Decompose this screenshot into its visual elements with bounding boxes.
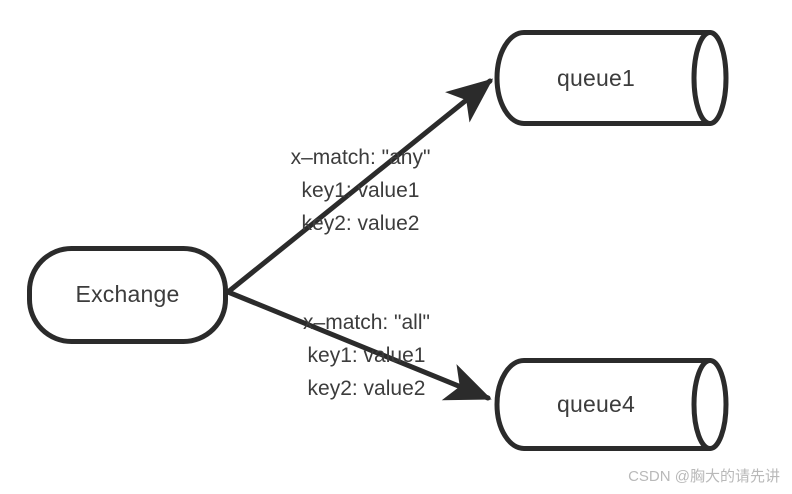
exchange-node-label: Exchange	[75, 281, 180, 307]
edge-label-line: x–match: "any"	[290, 146, 431, 169]
edge-label-line: x–match: "all"	[303, 311, 430, 334]
edge-label-line: key2: value2	[307, 377, 426, 400]
edge-label-line: key1: value1	[301, 179, 420, 202]
edge-label-line: key1: value1	[307, 344, 426, 367]
queue1-node-label: queue1	[557, 65, 635, 91]
edge-exchange-to-queue1[interactable]	[225, 78, 494, 295]
edge-label-x-match-any: x–match: "any" key1: value1 key2: value2	[258, 141, 463, 240]
exchange-node-shape[interactable]	[27, 246, 228, 344]
edge-label-x-match-all: x–match: "all" key1: value1 key2: value2	[264, 306, 469, 405]
edge-label-line: key2: value2	[301, 212, 420, 235]
queue1-node-shape[interactable]	[494, 30, 713, 126]
csdn-watermark: CSDN @胸大的请先讲	[628, 468, 780, 485]
queue1-right-cap	[691, 30, 729, 126]
queue4-node-label: queue4	[557, 391, 635, 417]
queue4-right-cap	[691, 358, 729, 451]
queue4-node-shape[interactable]	[494, 358, 713, 451]
edge-exchange-to-queue4[interactable]	[225, 289, 492, 401]
